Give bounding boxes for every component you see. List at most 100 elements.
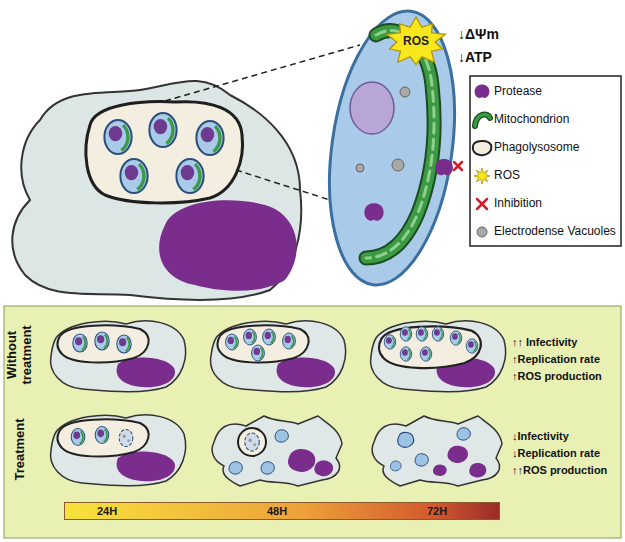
treated-cell-part [119,430,133,447]
amastigote-zoom-part [366,31,434,258]
infected-cell-part [226,334,239,350]
infected-cell-part [58,325,149,362]
infected-cell-part [211,321,346,392]
legend-text: Mitochondrion [494,113,569,127]
macrophage-cell-part [196,121,223,155]
infected-cell-part [400,327,412,341]
ros-star: ROS [384,16,448,68]
effect-text: ↑↑ Infectivity [512,336,577,349]
treated-cell [212,416,342,486]
macrophage-cell-part [86,102,243,203]
legend-text: Phagolysosome [494,141,579,155]
legend-box-part [475,114,490,126]
infected-cell-part [263,329,276,345]
legend-box-part [475,85,490,99]
infected-cell-part [379,327,481,369]
star-outline [387,17,446,65]
macrophage-cell-part [104,120,131,154]
legend-box-part [475,114,490,126]
treated-cell-part [261,462,274,474]
treated-cell-part [229,462,242,474]
macrophage-cell-part [149,113,176,147]
treated-cell-part [212,416,342,486]
treated-cell-part [51,415,186,486]
infected-cell-part [252,345,265,361]
legend-box [470,76,621,246]
legend-text: Protease [494,85,542,99]
treated-cell-part [71,429,85,446]
infected-cell [211,321,346,392]
treated-cell-part [390,461,401,471]
row-label: Treatment [13,407,28,491]
treated-cell-part [238,428,266,456]
treated-cell-part [245,433,259,451]
infected-cell-part [420,347,432,361]
amastigote-zoom-part [366,31,434,258]
amastigote-zoom-part [366,31,434,258]
legend-box-part [470,76,621,246]
row-label: Without treatment [5,313,35,397]
macrophage-cell-part [176,159,203,193]
infected-cell-part [51,321,186,392]
macrophage-cell-part [120,159,147,193]
amastigote-zoom-part [356,164,364,172]
treated-cell [372,416,502,486]
infected-cell-part [466,339,478,353]
treated-cell-part [372,416,502,486]
treated-cell-part [95,427,109,444]
infected-cell-part [117,358,175,388]
treated-cell-part [469,463,486,477]
amastigote-zoom-part [400,87,410,97]
infected-cell-part [73,334,87,352]
legend-box-part [477,227,487,237]
time-label: 72H [427,505,447,518]
amastigote-zoom-part [350,82,394,134]
time-bar: 24H 48H 72H [64,502,500,520]
legend-text: Electrodense Vacuoles [494,225,616,239]
infected-cell-part [450,331,462,345]
infected-cell [371,321,506,392]
infected-cell-part [416,327,428,341]
effect-text: ↑ROS production [512,370,602,383]
panel-ground [4,306,621,538]
infected-cell-part [244,329,257,345]
effect-text: ↑↑ROS production [512,464,607,477]
amastigote-zoom-part [313,3,470,293]
treated-cell-part [288,449,315,472]
treated-cell-part [415,454,428,466]
infected-cell-part [384,335,396,349]
amastigote-zoom-part [392,159,404,171]
timeline-panel: Without treatment↑↑ Infectivity↑Replicat… [4,306,621,538]
infected-cell-part [283,333,296,349]
amastigote-zoom [313,3,470,293]
infected-cell-part [95,332,109,350]
legend-box-part [477,199,487,209]
ros-label: ROS [403,35,429,49]
membrane-potential-note: ↓ΔΨm [458,26,499,42]
zoom-line-part [165,45,360,101]
macrophage-cell-part [159,200,297,291]
infected-cell-part [117,335,131,353]
atp-note: ↓ATP [458,49,492,65]
time-label: 24H [97,505,117,518]
macrophage-cell-part [12,81,301,300]
amastigote-zoom-part [364,203,383,221]
effect-text: ↓Replication rate [512,447,600,460]
infected-cell [51,321,186,392]
amastigote-zoom-part [435,159,453,175]
zoom-line-part [236,170,330,200]
effect-text: ↓Infectivity [512,430,569,443]
infected-cell-part [277,358,335,388]
treated-cell-part [58,419,149,456]
infected-cell-part [371,321,506,392]
time-label: 48H [267,505,287,518]
treated-cell-part [447,446,467,463]
treated-cell-part [314,460,333,476]
treated-cell-part [398,432,414,447]
infected-cell-part [218,325,309,362]
legend-box-part [474,168,490,184]
infected-cell-part [432,327,444,341]
legend-text: Inhibition [494,197,542,211]
legend-box-part [473,141,492,155]
